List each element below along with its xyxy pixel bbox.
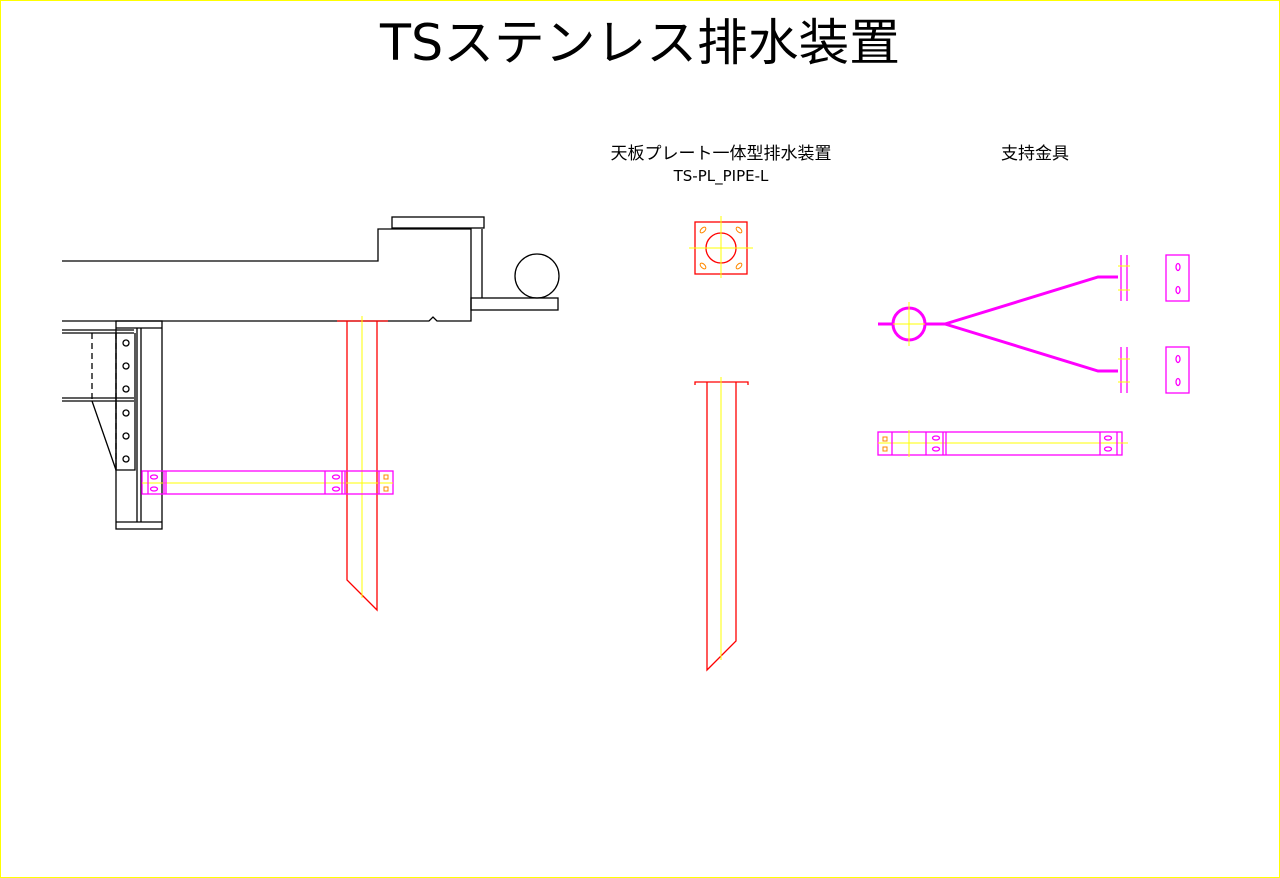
- installation-section-view: [62, 216, 560, 612]
- support-bracket-plan-view: [878, 254, 1190, 394]
- steel-girder: [62, 320, 163, 530]
- drain-pipe-installed: [337, 316, 388, 612]
- deck-slab: [62, 216, 560, 322]
- railing-pipe: [514, 253, 560, 299]
- bolt-holes: [122, 339, 130, 463]
- support-bracket-side-view: [877, 430, 1128, 457]
- middle-model: TS-PL_PIPE-L: [673, 167, 769, 186]
- middle-label: 天板プレート一体型排水装置: [611, 144, 832, 164]
- drain-unit-plan-view: [689, 216, 753, 278]
- drawing-title: TSステンレス排水装置: [379, 14, 900, 72]
- support-bracket-installed: [141, 470, 394, 495]
- drain-unit-side-view: [694, 377, 749, 672]
- right-label: 支持金具: [1001, 144, 1069, 164]
